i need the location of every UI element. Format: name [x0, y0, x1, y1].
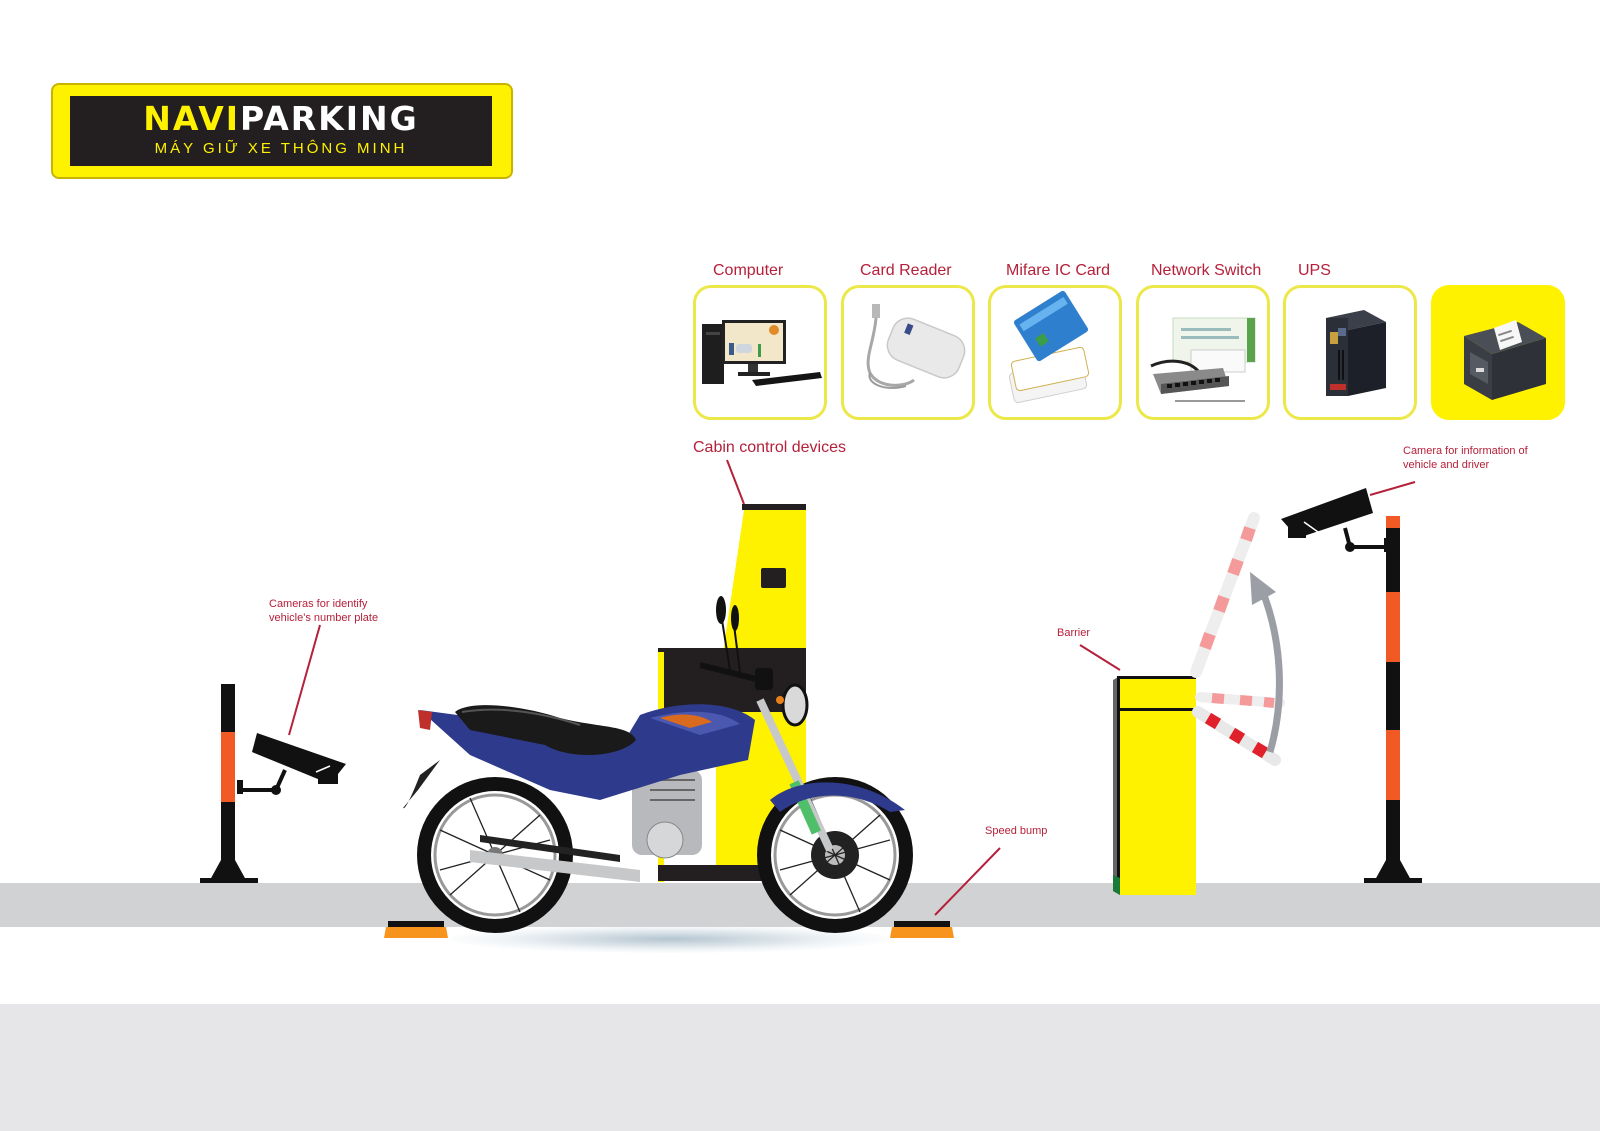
network-switch-icon — [1150, 317, 1256, 402]
driver-camera-label-line2: vehicle and driver — [1403, 459, 1490, 471]
receipt-printer-icon — [1464, 320, 1546, 400]
plate-camera-label-line2: vehicle's number plate — [269, 612, 379, 624]
right-pole — [1364, 516, 1422, 883]
driver-camera-label: Camera for information of vehicle and dr… — [1403, 444, 1528, 472]
speed-bump-label: Speed bump — [985, 825, 1048, 837]
device-box-receipt-printer — [1431, 285, 1565, 420]
logo-brand: NAVIPARKING — [70, 100, 492, 138]
barrier-gate — [1113, 512, 1285, 895]
card-reader-icon — [866, 304, 966, 389]
cabin-control-label: Cabin control devices — [693, 439, 846, 456]
device-label-computer: Computer — [713, 262, 784, 279]
plate-camera-icon — [237, 733, 346, 795]
device-label-mifare-card: Mifare IC Card — [1006, 262, 1111, 279]
plate-camera-label-line1: Cameras for identify — [269, 598, 368, 610]
device-box-card-reader — [841, 285, 975, 420]
plate-camera-label: Cameras for identify vehicle's number pl… — [269, 597, 378, 625]
logo-tagline: MÁY GIỮ XE THÔNG MINH — [154, 140, 408, 157]
driver-camera-label-line1: Camera for information of — [1403, 445, 1528, 457]
speed-bump-left — [384, 921, 448, 938]
device-box-ups — [1283, 285, 1417, 420]
motorbike-icon — [403, 596, 913, 933]
logo-plate: NAVIPARKING MÁY GIỮ XE THÔNG MINH — [70, 96, 492, 166]
leader-lines — [288, 459, 1416, 916]
barrier-label: Barrier — [1057, 627, 1091, 639]
device-label-ups: UPS — [1298, 262, 1331, 279]
left-pole — [200, 684, 258, 883]
device-box-network-switch — [1136, 285, 1270, 420]
device-label-card-reader: Card Reader — [860, 262, 952, 279]
control-cabin — [658, 504, 806, 882]
naviparking-logo: NAVIPARKING MÁY GIỮ XE THÔNG MINH — [51, 83, 513, 179]
device-box-computer — [693, 285, 827, 420]
logo-brand-highlight: NAVI — [143, 99, 241, 138]
speed-bump-right — [890, 921, 954, 938]
device-box-mifare-card — [988, 285, 1122, 420]
driver-camera-icon — [1281, 488, 1390, 552]
logo-brand-rest: PARKING — [240, 99, 419, 138]
rfid-card-icon — [1008, 290, 1090, 404]
ups-icon — [1326, 310, 1386, 396]
computer-icon — [702, 320, 822, 386]
floor-band — [0, 1004, 1600, 1131]
device-label-network-switch: Network Switch — [1151, 262, 1262, 279]
